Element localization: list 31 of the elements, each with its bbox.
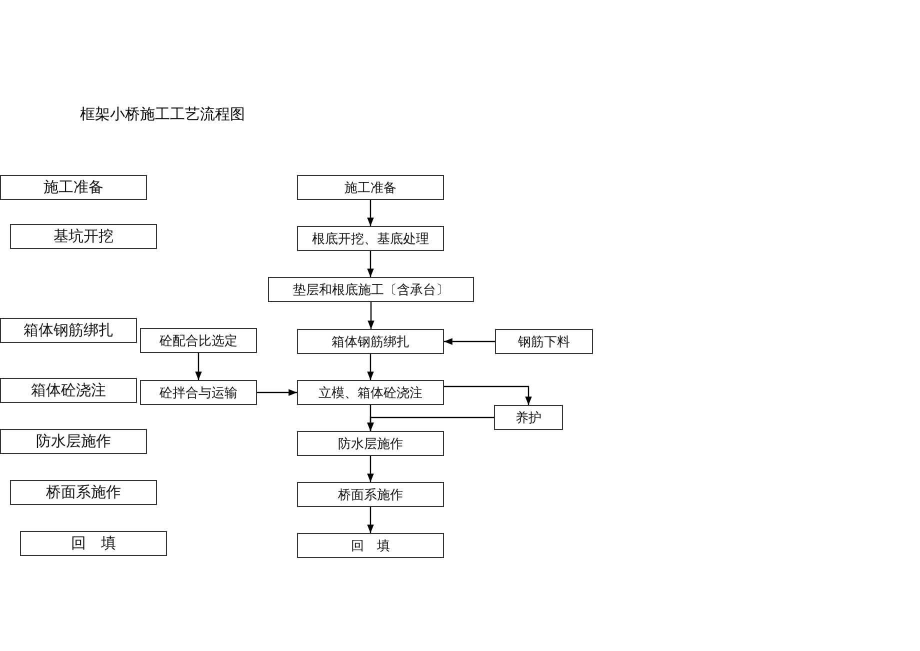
process-box: 养护: [494, 405, 563, 430]
process-box: 施工准备: [297, 175, 444, 200]
arrow: [367, 456, 374, 482]
arrow: [367, 416, 494, 431]
process-box: 根底开挖、基底处理: [297, 226, 444, 251]
arrow: [368, 302, 374, 329]
process-box: 箱体钢筋绑扎: [297, 329, 444, 354]
arrow: [367, 200, 374, 226]
arrow: [367, 251, 374, 277]
step-box: 防水层施作: [0, 429, 147, 454]
arrow: [257, 389, 297, 396]
process-box: 垫层和根底施工〔含承台〕: [268, 277, 474, 302]
diagram-title: 框架小桥施工工艺流程图: [80, 105, 245, 124]
step-box: 箱体砼浇注: [0, 378, 137, 403]
process-box: 桥面系施作: [297, 482, 444, 507]
step-box: 施工准备: [0, 175, 147, 200]
step-box: 基坑开挖: [10, 224, 157, 249]
step-box: 回 填: [20, 531, 167, 556]
arrow: [195, 353, 202, 380]
process-box: 回 填: [297, 533, 444, 558]
step-box: 桥面系施作: [10, 480, 157, 505]
step-box: 箱体钢筋绑扎: [0, 318, 137, 343]
arrow: [444, 386, 532, 405]
arrow: [367, 354, 374, 380]
process-box: 钢筋下料: [495, 329, 593, 354]
process-box: 防水层施作: [297, 431, 444, 456]
arrow: [367, 507, 374, 533]
process-box: 砼拌合与运输: [140, 380, 257, 405]
process-box: 砼配合比选定: [140, 328, 257, 353]
process-box: 立模、箱体砼浇注: [297, 380, 444, 405]
arrow: [444, 338, 495, 345]
